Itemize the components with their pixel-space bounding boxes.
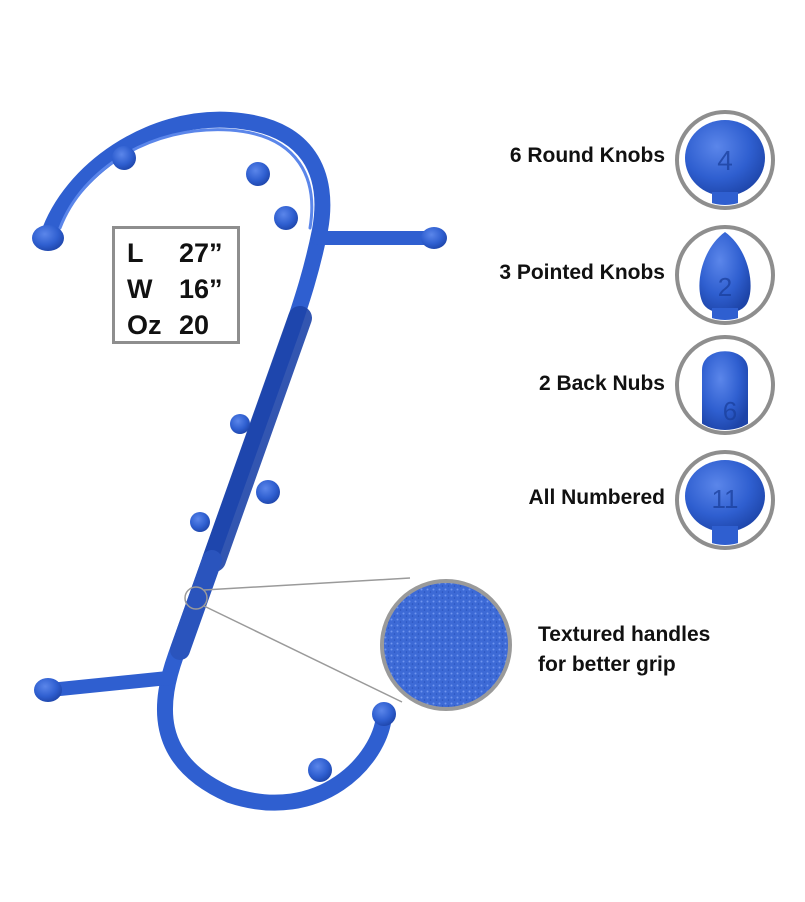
dimension-value: 27”	[179, 238, 223, 268]
feature-label-pointed-knobs: 3 Pointed Knobs	[499, 261, 665, 284]
lower-arm-knob	[34, 678, 62, 702]
dimensions-box: L 27” W 16” Oz 20	[112, 226, 240, 344]
round-knob	[308, 758, 332, 782]
dimension-key: L	[127, 238, 144, 268]
dimension-value: 16”	[179, 274, 223, 304]
dimension-row-length: L 27”	[127, 235, 237, 271]
upper-arm-knob	[421, 227, 447, 249]
massager-hook	[32, 111, 447, 811]
texture-swatch	[380, 579, 512, 711]
bottom-hook-tip	[372, 702, 396, 726]
dimension-key: Oz	[127, 310, 162, 340]
texture-callout-text: Textured handles for better grip	[538, 620, 710, 680]
knob-number: 4	[717, 145, 733, 176]
feature-label-all-numbered: All Numbered	[528, 486, 665, 509]
dimension-key: W	[127, 274, 153, 304]
grip-handle-lower	[170, 550, 222, 660]
knob-number: 2	[718, 272, 732, 302]
feature-circle-numbered	[675, 450, 775, 550]
round-knob	[246, 162, 270, 186]
round-knob	[256, 480, 280, 504]
feature-circle-round-knob	[675, 110, 775, 210]
magnifier-line-top	[203, 577, 411, 591]
feature-label-round-knobs: 6 Round Knobs	[509, 144, 665, 167]
grip-handle-upper	[202, 306, 312, 572]
dimension-value: 20	[179, 310, 210, 340]
feature-circle-back-nub	[675, 335, 775, 435]
texture-callout-line1: Textured handles	[538, 623, 711, 646]
knob-number: 6	[723, 396, 737, 426]
round-knob	[190, 512, 210, 532]
dimension-row-weight: Oz 20	[127, 307, 237, 343]
magnifier-source	[184, 586, 208, 610]
round-knob	[112, 146, 136, 170]
dimension-row-width: W 16”	[127, 271, 237, 307]
texture-callout-line2: for better grip	[538, 653, 676, 676]
massager-body	[40, 111, 392, 811]
lower-side-arm	[43, 671, 175, 697]
magnifier-line-bottom	[203, 605, 403, 703]
feature-circle-pointed-knob	[675, 225, 775, 325]
round-knob	[230, 414, 250, 434]
massager-body-highlight	[58, 128, 314, 230]
knob-number: 11	[712, 484, 739, 514]
texture-magnifier	[184, 577, 512, 711]
top-hook-tip	[32, 225, 64, 251]
feature-label-back-nubs: 2 Back Nubs	[538, 372, 665, 395]
round-knob	[274, 206, 298, 230]
